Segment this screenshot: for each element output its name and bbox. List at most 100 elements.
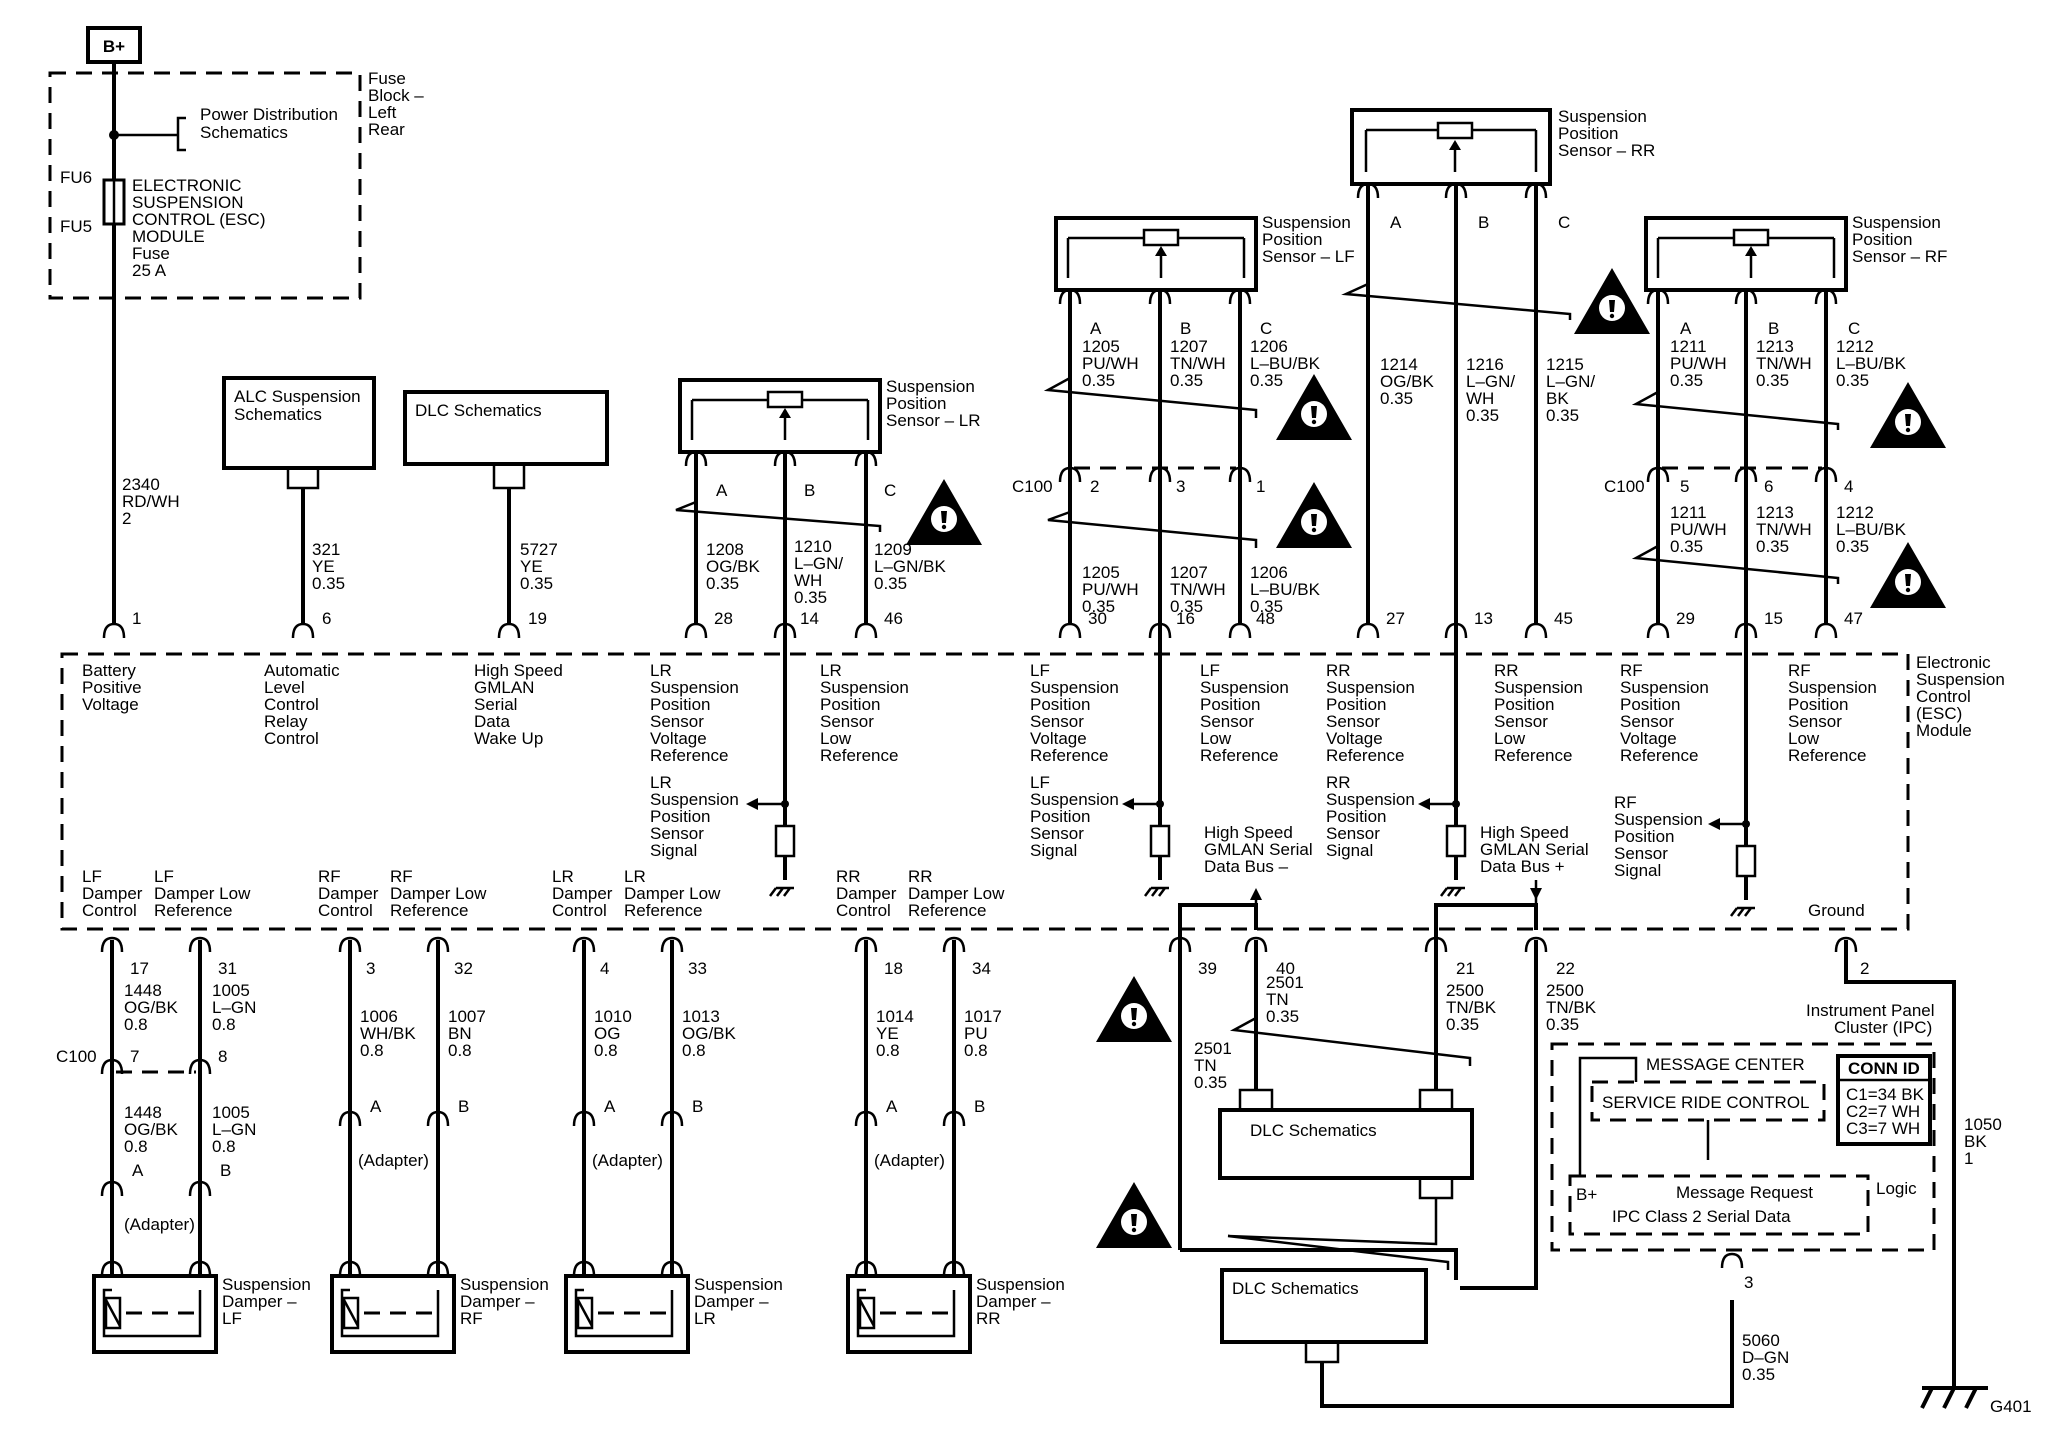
svg-text:0.35: 0.35 [1670,371,1703,390]
wire-1210-label: 1210 L–GN/ WH 0.35 [794,537,843,607]
svg-text:0.35: 0.35 [1170,597,1203,616]
service-ride-control-label: SERVICE RIDE CONTROL [1602,1093,1810,1112]
svg-text:RR: RR [908,867,933,886]
svg-text:Voltage: Voltage [650,729,707,748]
svg-text:Position: Position [1030,695,1090,714]
svg-text:1206: 1206 [1250,337,1288,356]
terminal-cap [1834,936,1858,953]
svg-text:A: A [132,1161,144,1180]
conn-id-title: CONN ID [1848,1059,1920,1078]
svg-text:C: C [884,481,896,500]
svg-text:1206: 1206 [1250,563,1288,582]
svg-text:Voltage: Voltage [1030,729,1087,748]
suspension-damper-lr [564,1274,690,1354]
pin-label-lf-vref: LF Suspension Position Sensor Voltage Re… [1030,661,1119,765]
svg-text:Suspension: Suspension [650,678,739,697]
pin-label-rr-low: RR Suspension Position Sensor Low Refere… [1494,661,1583,765]
svg-text:GMLAN Serial: GMLAN Serial [1480,840,1589,859]
terminal-cap [854,1110,878,1127]
svg-text:Suspension: Suspension [460,1275,549,1294]
svg-text:45: 45 [1554,609,1573,628]
alc-suspension-box [222,376,376,470]
svg-text:LF: LF [1030,661,1050,680]
wire-1211-label-top: 1211 PU/WH 0.35 [1670,337,1727,390]
esc-module-label: Electronic Suspension Control (ESC) Modu… [1916,653,2005,740]
svg-text:Instrument Panel: Instrument Panel [1806,1001,1935,1020]
svg-text:0.35: 0.35 [1266,1007,1299,1026]
svg-text:High Speed: High Speed [1204,823,1293,842]
svg-text:B: B [1180,319,1191,338]
svg-text:Low: Low [1788,729,1820,748]
svg-text:2: 2 [1090,477,1099,496]
ipc-bplus-label: B+ [1576,1185,1597,1204]
svg-text:Suspension: Suspension [1614,810,1703,829]
svg-text:Schematics: Schematics [200,123,288,142]
wire-1050 [1844,940,1956,1386]
svg-text:0.35: 0.35 [1742,1365,1775,1384]
svg-text:RR: RR [1326,773,1351,792]
wire-1205-label-bot: 1205 PU/WH 0.35 [1082,563,1139,616]
wire-2500-b [1460,940,1538,1290]
warning-icons [906,268,1946,1248]
terminal-cap [942,1110,966,1127]
svg-text:Suspension: Suspension [976,1275,1065,1294]
terminal-cap [291,622,315,639]
svg-text:1211: 1211 [1670,503,1707,522]
terminal-cap [1058,466,1082,483]
svg-text:Sensor: Sensor [1030,824,1084,843]
svg-text:High Speed: High Speed [1480,823,1569,842]
svg-text:Suspension: Suspension [1620,678,1709,697]
svg-text:OG/BK: OG/BK [124,998,179,1017]
wire-1213-label-bot: 1213 TN/WH 0.35 [1756,503,1812,556]
wire-2501-label-left: 2501 TN 0.35 [1194,1039,1232,1092]
svg-text:0.8: 0.8 [124,1015,148,1034]
terminal-cap [1148,288,1172,305]
svg-text:0.35: 0.35 [312,574,345,593]
svg-text:0.8: 0.8 [360,1041,384,1060]
svg-text:L–BU/BK: L–BU/BK [1836,354,1907,373]
svg-text:48: 48 [1256,609,1275,628]
svg-text:Damper Low: Damper Low [908,884,1005,903]
terminal-cap [497,622,521,639]
sensor-rf-label: Suspension Position Sensor – RF [1852,213,1947,266]
warning-icon [1870,542,1946,608]
wire-2501-label-top: 2501 TN 0.35 [1266,973,1304,1026]
svg-text:DLC Schematics: DLC Schematics [415,401,542,420]
svg-text:1210: 1210 [794,537,832,556]
svg-text:C: C [1848,319,1860,338]
wire-5060-label: 5060 D–GN 0.35 [1742,1331,1789,1384]
svg-text:0.8: 0.8 [212,1015,236,1034]
svg-text:C3=7 WH: C3=7 WH [1846,1119,1920,1138]
terminal-cap [1734,288,1758,305]
svg-text:16: 16 [1176,609,1195,628]
terminal-cap [660,1260,684,1277]
svg-text:Reference: Reference [1494,746,1572,765]
message-request-box [1568,1174,1870,1236]
suspension-position-sensor-rf [1644,216,1848,292]
sensor-lf-label: Suspension Position Sensor – LF [1262,213,1355,266]
svg-text:Damper Low: Damper Low [154,884,251,903]
svg-text:Position: Position [820,695,880,714]
wire-1005-label-top: 1005 L–GN 0.8 [212,981,256,1034]
svg-text:Level: Level [264,678,305,697]
wire-2340-label: 2340 RD/WH 2 [122,475,180,528]
damper-lf-label: Suspension Damper – LF [222,1275,311,1328]
svg-text:Module: Module [1916,721,1972,740]
svg-text:CONTROL (ESC): CONTROL (ESC) [132,210,266,229]
svg-text:LR: LR [694,1309,716,1328]
svg-text:1207: 1207 [1170,337,1208,356]
svg-text:Suspension: Suspension [1030,790,1119,809]
svg-text:Reference: Reference [624,901,702,920]
wire-1205-label-top: 1205 PU/WH 0.35 [1082,337,1139,390]
svg-text:Data Bus +: Data Bus + [1480,857,1565,876]
svg-text:LF: LF [154,867,174,886]
svg-text:RF: RF [1614,793,1637,812]
svg-text:1017: 1017 [964,1007,1002,1026]
svg-text:ELECTRONIC: ELECTRONIC [132,176,242,195]
svg-text:Fuse: Fuse [368,69,406,88]
rr-signal-internals [1418,798,1467,897]
svg-text:BN: BN [448,1024,472,1043]
svg-text:Reference: Reference [154,901,232,920]
terminal-cap [1734,466,1758,483]
terminal-cap [1228,622,1252,639]
